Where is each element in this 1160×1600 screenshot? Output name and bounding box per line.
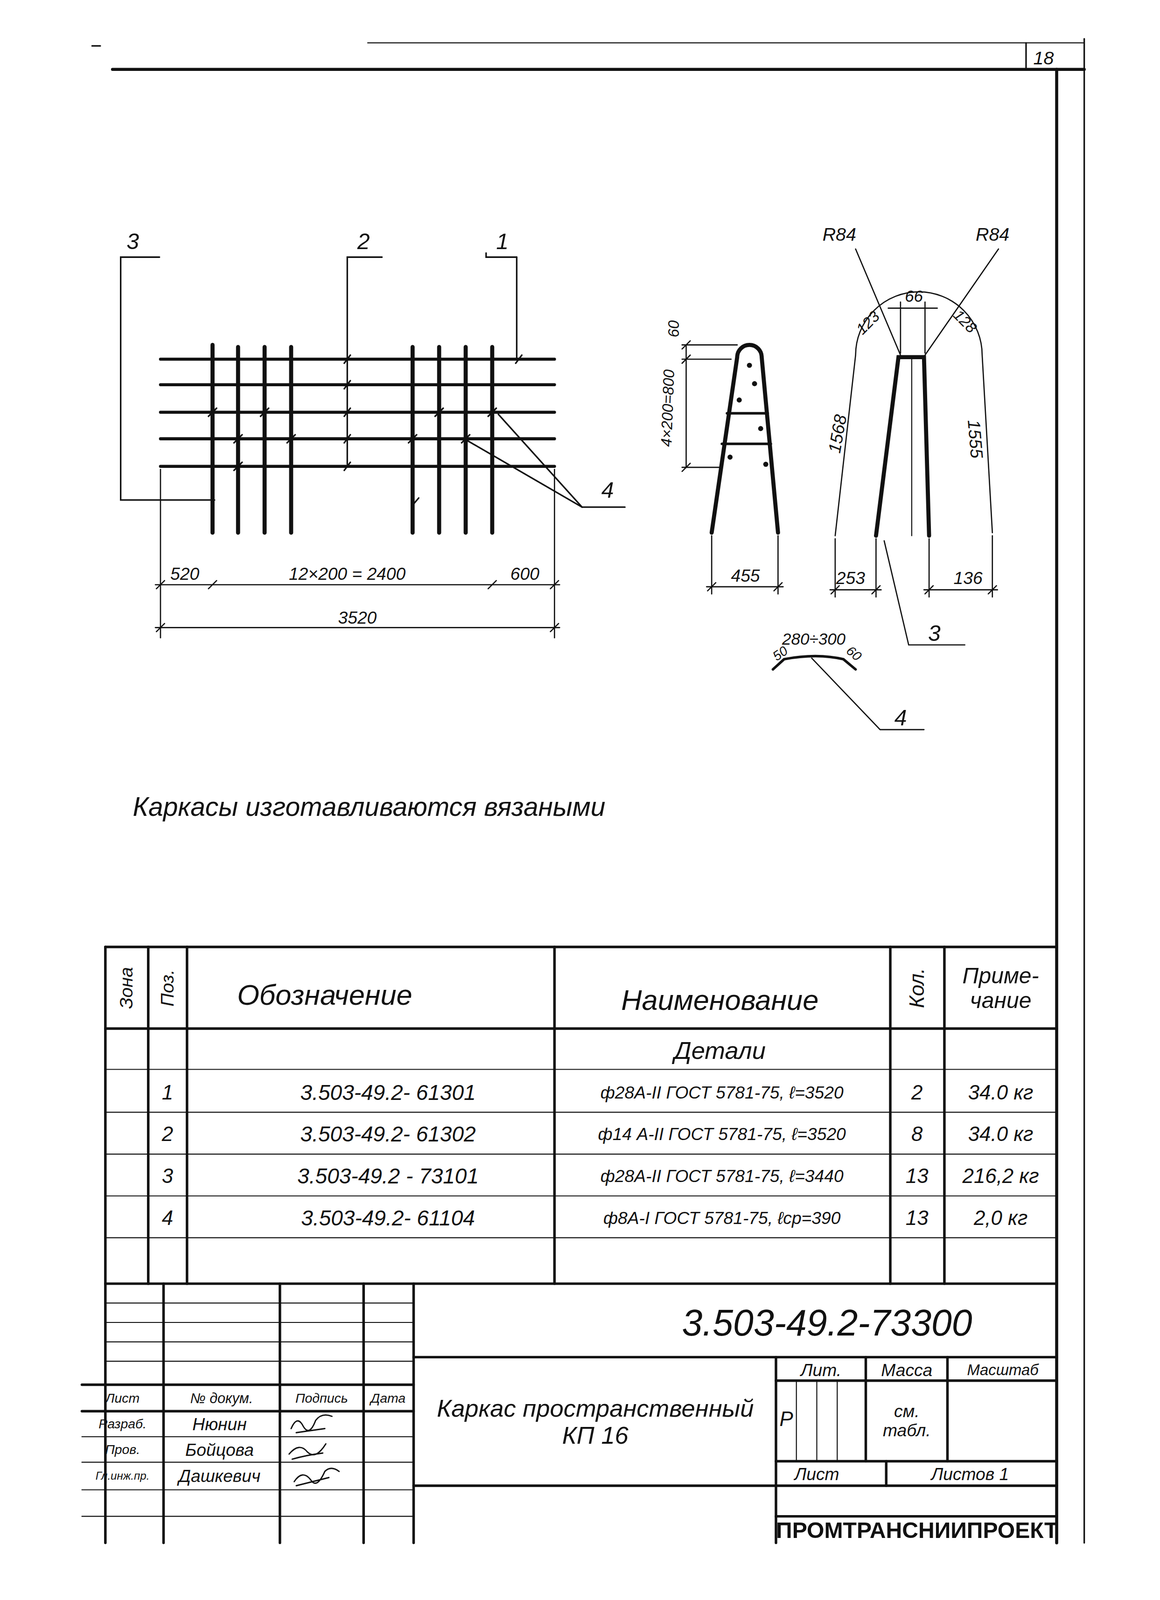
table-cell: 34.0 кг [968,1081,1034,1105]
title-block-cell: Масштаб [966,1362,1039,1379]
dimension: 66 [904,286,923,306]
dimension: 123 [852,307,883,338]
title-block-cell: Лист [794,1465,840,1485]
table-cell: 3 [161,1165,174,1188]
callout-number: 3 [126,228,140,254]
table-header: Приме- чание [949,964,1052,1014]
callout-number: 1 [496,228,509,254]
title-block-cell: Нюнин [192,1414,247,1434]
title-block-cell: Гл.инж.пр. [95,1470,150,1483]
table-header: Обозначение [237,979,413,1012]
drawing-number: 3.503-49.2-73300 [682,1303,973,1344]
title-block-cell: Масса [880,1360,933,1380]
title-block-cell: Дата [370,1391,406,1406]
title-block [82,1284,1057,1544]
title-block-cell: Разраб. [98,1417,147,1432]
dimension: 253 [836,568,866,588]
table-cell: 3.503-49.2 - 73101 [297,1164,479,1189]
title-block-cell: Пров. [104,1442,140,1458]
table-cell: 216,2 кг [962,1165,1040,1188]
callout-number: 2 [357,228,371,254]
dimension: 60 [665,320,683,337]
signatures [289,1415,340,1487]
table-header: Зона [116,967,137,1010]
dimension: 1555 [964,419,987,460]
table-header: Кол. [905,968,929,1009]
table-cell: ф14 А-II ГОСТ 5781-75, ℓ=3520 [598,1125,846,1145]
table-cell: 1 [161,1081,174,1105]
table-cell: 2 [161,1123,174,1146]
elevation-view [120,253,626,639]
table-cell: 34.0 кг [968,1123,1034,1146]
dimension: 520 [170,564,200,584]
callout-number: 4 [894,705,908,731]
dimension: 4×200=800 [657,369,678,448]
section-view [682,341,784,595]
table-cell: 13 [905,1207,929,1230]
dimension: 1568 [824,413,851,455]
table-cell: 2 [911,1081,923,1105]
dimension: 128 [950,306,980,337]
table-cell: 13 [905,1165,929,1188]
title-block-cell: Лист [105,1391,140,1406]
document-title: Каркас пространственный КП 16 [426,1395,764,1450]
table-header: Наименование [621,985,819,1017]
developed-view [772,249,999,730]
note: Каркасы изготавливаются вязаными [132,792,606,822]
table-cell: 4 [161,1207,174,1230]
title-block-cell: Дашкевич [178,1467,261,1487]
title-block-cell: Лит. [800,1360,842,1380]
table-cell: 3.503-49.2- 61301 [300,1080,476,1105]
title-block-cell: Листов 1 [931,1465,1009,1485]
dimension: 136 [953,568,983,588]
dimension: 3520 [338,608,378,628]
table-cell: 3.503-49.2- 61302 [300,1122,476,1147]
sheet-number: 18 [1033,48,1055,69]
title-block-cell: Р [779,1408,793,1431]
callout-number: 4 [601,477,615,503]
title-block-cell: Бойцова [185,1440,254,1460]
specification-table [105,947,1057,1285]
radius-dimension: R84 [822,224,857,245]
frame [91,38,1084,1544]
title-block-cell: см. табл. [870,1402,944,1441]
table-cell: 3.503-49.2- 61104 [300,1206,476,1230]
title-block-cell: Подпись [295,1391,349,1406]
table-cell: 8 [911,1123,923,1146]
dimension: 600 [510,564,540,584]
organization: ПРОМТРАНСНИИПРОЕКТ [775,1518,1058,1544]
table-cell: ф8А-I ГОСТ 5781-75, ℓср=390 [603,1208,841,1228]
table-header: Поз. [157,970,178,1007]
dimension: 12×200 = 2400 [288,564,406,584]
table-cell: 2,0 кг [973,1207,1028,1230]
table-cell: ф28А-II ГОСТ 5781-75, ℓ=3520 [600,1083,844,1103]
dimension: 455 [730,566,760,586]
callout-number: 3 [928,620,941,646]
table-cell: ф28А-II ГОСТ 5781-75, ℓ=3440 [600,1166,844,1187]
table-section: Детали [674,1037,766,1065]
radius-dimension: R84 [975,224,1010,245]
dimension: 280÷300 [782,630,846,649]
title-block-cell: № докум. [190,1390,254,1407]
